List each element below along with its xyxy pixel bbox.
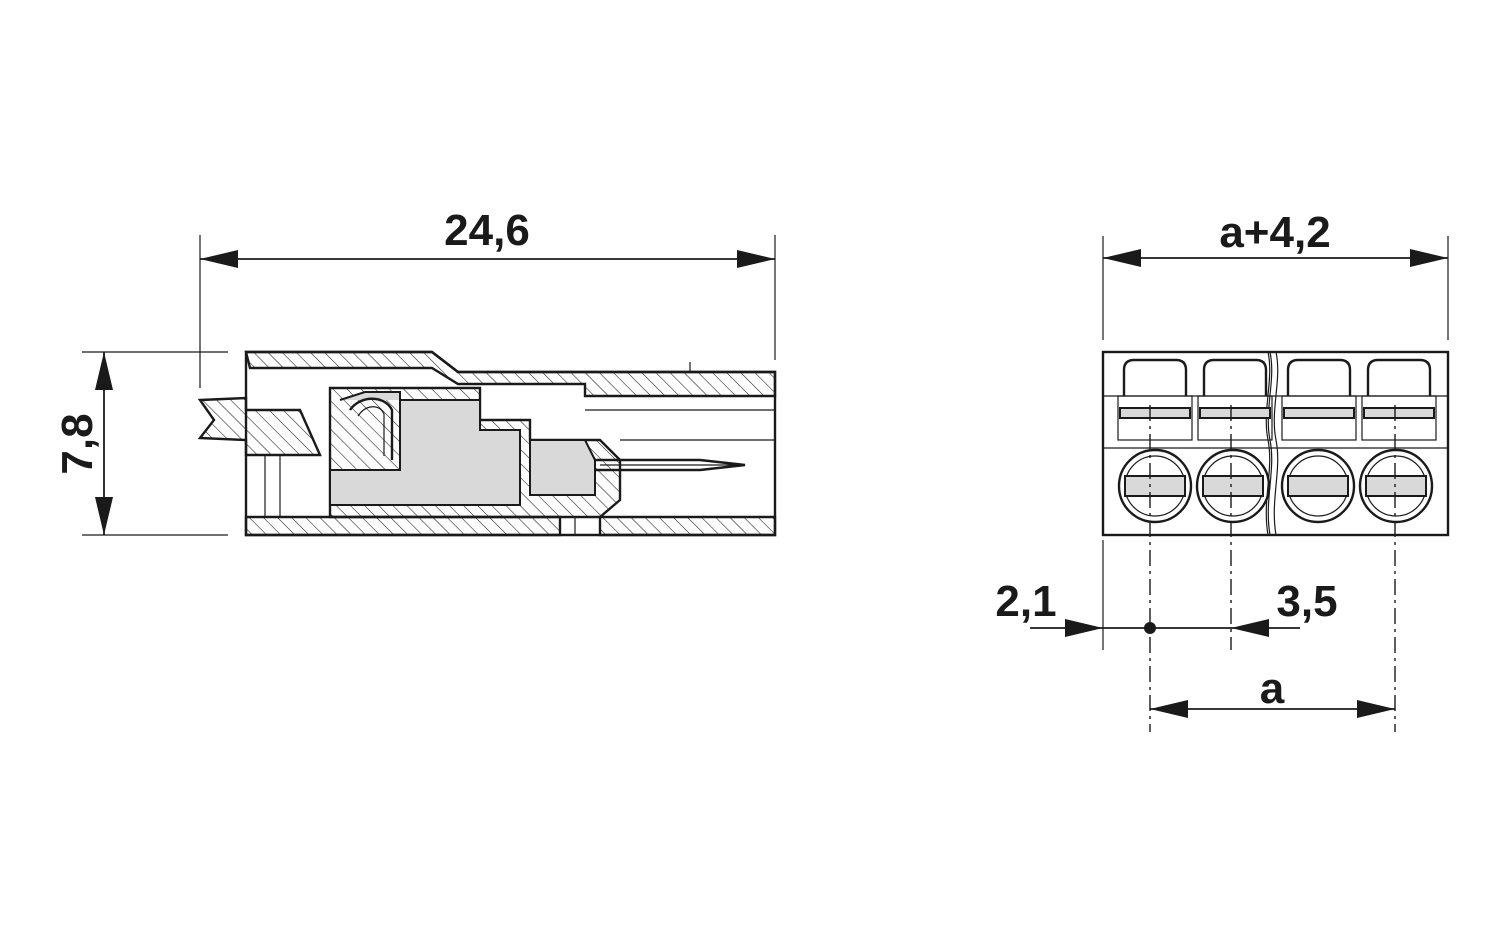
- width-label: a+4,2: [1219, 208, 1330, 257]
- side-view: 24,6 7,8: [53, 206, 777, 537]
- connector-front: [1101, 350, 1450, 537]
- length-dimension: 24,6: [200, 206, 775, 268]
- height-dimension: 7,8: [53, 352, 113, 535]
- pitch-label: 3,5: [1276, 577, 1337, 626]
- height-label: 7,8: [53, 413, 102, 474]
- connector-side-section: [197, 350, 777, 537]
- offset-pitch-dimension: 2,1 3,5: [995, 577, 1338, 637]
- position-1: [1117, 358, 1193, 524]
- length-label: 24,6: [444, 206, 530, 255]
- front-view: a+4,2: [995, 208, 1450, 732]
- span-label: a: [1260, 664, 1285, 713]
- position-3: [1280, 358, 1357, 524]
- offset-label: 2,1: [995, 577, 1056, 626]
- position-4: [1358, 358, 1437, 524]
- origin-dot: [1144, 622, 1156, 634]
- width-dimension: a+4,2: [1103, 208, 1448, 267]
- span-dimension: a: [1150, 664, 1395, 718]
- position-2: [1195, 358, 1273, 524]
